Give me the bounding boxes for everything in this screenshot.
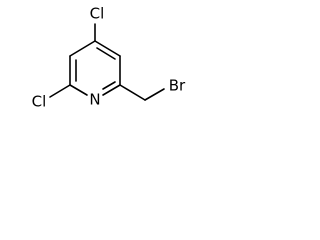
bond-c2-ch2 bbox=[119, 84, 146, 101]
bond-c4-c3 bbox=[94, 40, 121, 57]
double-bond-c2-n1-inner bbox=[102, 81, 116, 90]
bond-c6-cl bbox=[49, 84, 71, 98]
bond-c2-n1 bbox=[102, 84, 121, 96]
structure-diagram: Cl Cl N Br bbox=[0, 0, 199, 137]
bond-n1-c6 bbox=[69, 84, 88, 96]
chlorine-label-left: Cl bbox=[32, 93, 47, 111]
bond-ch2-br bbox=[144, 88, 165, 101]
bond-c5-c4 bbox=[69, 40, 96, 57]
nitrogen-label: N bbox=[89, 91, 100, 109]
chlorine-label-top: Cl bbox=[90, 5, 105, 23]
double-bond-c4-c3-inner bbox=[96, 47, 116, 60]
bromine-label: Br bbox=[169, 77, 186, 95]
